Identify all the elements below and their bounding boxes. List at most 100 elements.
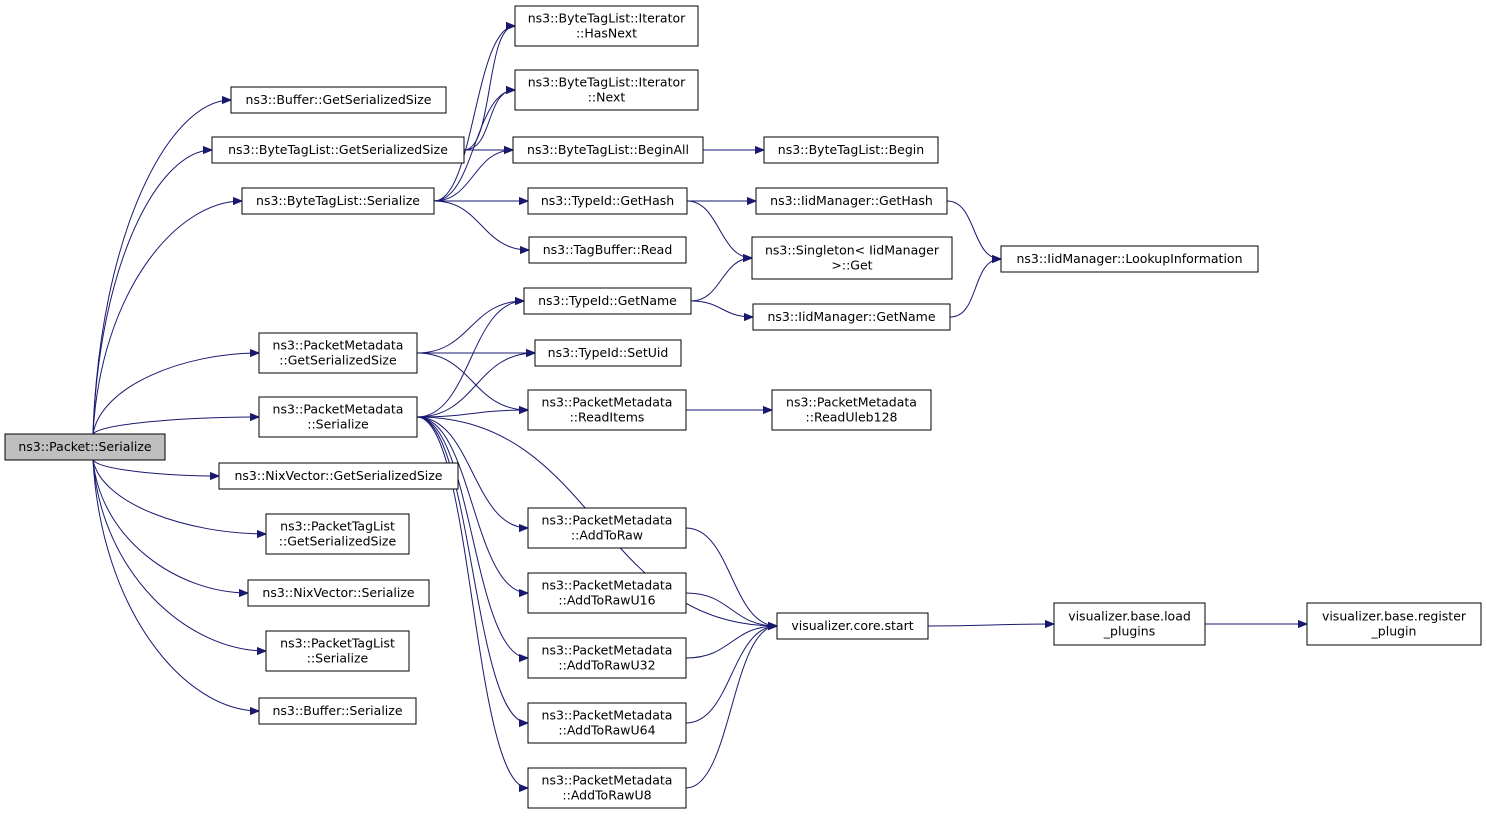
node-label: ::Serialize (307, 651, 369, 666)
node-box (247, 579, 430, 607)
node-buf-ser[interactable]: ns3::Buffer::Serialize (258, 697, 417, 725)
node-btl-gss[interactable]: ns3::ByteTagList::GetSerializedSize (211, 136, 465, 164)
node-btl-beginall[interactable]: ns3::ByteTagList::BeginAll (512, 136, 704, 164)
node-label: ::GetSerializedSize (279, 353, 397, 368)
node-label: ::AddToRawU16 (558, 593, 655, 608)
node-nix-gss[interactable]: ns3::NixVector::GetSerializedSize (218, 462, 459, 490)
node-ptl-ser[interactable]: ns3::PacketTagList::Serialize (265, 630, 410, 672)
node-box (218, 462, 459, 490)
node-box (763, 136, 939, 164)
edge-root-to-nix_ser (92, 459, 248, 593)
node-label: ns3::PacketMetadata (273, 338, 404, 353)
edge-pm_ser-to-pm_addtorawu32 (416, 416, 528, 658)
node-label: _plugin (1371, 624, 1417, 639)
edge-root-to-pm_gss (92, 353, 259, 435)
node-box (771, 389, 932, 431)
node-label: ::Serialize (307, 417, 369, 432)
edge-pm_ser-to-pm_addtorawu16 (416, 416, 528, 593)
node-box (527, 637, 687, 679)
node-box (528, 236, 687, 264)
node-nix-ser[interactable]: ns3::NixVector::Serialize (247, 579, 430, 607)
node-iid-gethash[interactable]: ns3::IidManager::GetHash (755, 187, 948, 215)
node-box (514, 69, 699, 111)
node-label: ns3::Packet::Serialize (18, 439, 152, 454)
node-btl-begin[interactable]: ns3::ByteTagList::Begin (763, 136, 939, 164)
node-viz-register[interactable]: visualizer.base.register_plugin (1306, 602, 1482, 646)
node-box (512, 136, 704, 164)
node-box (527, 507, 687, 549)
node-label: ns3::PacketMetadata (542, 513, 673, 528)
node-singleton-get[interactable]: ns3::Singleton< IidManager>::Get (751, 236, 953, 280)
node-box (230, 86, 447, 114)
edge-pm_ser-to-pm_addtorawu8 (416, 416, 528, 788)
node-iid-getname[interactable]: ns3::IidManager::GetName (752, 303, 951, 331)
nodes-layer: ns3::Packet::Serialize ns3::Buffer::GetSe… (4, 5, 1482, 809)
node-label: ::AddToRawU8 (562, 788, 651, 803)
node-label: ns3::Buffer::Serialize (272, 703, 402, 718)
edge-pm_ser-to-tid_getname (416, 301, 524, 418)
node-label: ns3::TypeId::SetUid (548, 345, 669, 360)
edge-tid_getname-to-iid_getname (690, 300, 753, 317)
node-box (527, 572, 687, 614)
node-box (527, 702, 687, 744)
node-pm-ser[interactable]: ns3::PacketMetadata::Serialize (258, 396, 418, 438)
edge-pm_addtorawu64-to-viz_start (685, 626, 777, 724)
node-tagbuf-read[interactable]: ns3::TagBuffer::Read (528, 236, 687, 264)
node-pm-readuleb[interactable]: ns3::PacketMetadata::ReadUleb128 (771, 389, 932, 431)
edge-viz_start-to-viz_load (927, 624, 1054, 626)
edge-root-to-btl_gss (92, 150, 212, 435)
node-label: ns3::Singleton< IidManager (765, 243, 940, 258)
node-label: ns3::ByteTagList::Serialize (256, 193, 420, 208)
node-pm-addtorawu16[interactable]: ns3::PacketMetadata::AddToRawU16 (527, 572, 687, 614)
edge-pm_addtorawu8-to-viz_start (685, 626, 777, 789)
node-box (1053, 602, 1206, 646)
edge-iid_getname-to-iid_lookup (949, 259, 1001, 318)
node-tid-setuid[interactable]: ns3::TypeId::SetUid (534, 339, 682, 367)
node-label: ns3::TypeId::GetName (538, 293, 677, 308)
node-buf-gss[interactable]: ns3::Buffer::GetSerializedSize (230, 86, 447, 114)
node-label: ::GetSerializedSize (279, 534, 397, 549)
edge-pm_addtorawu32-to-viz_start (685, 626, 777, 659)
node-root[interactable]: ns3::Packet::Serialize (4, 433, 166, 461)
edge-pm_gss-to-tid_getname (416, 301, 524, 354)
node-pm-gss[interactable]: ns3::PacketMetadata::GetSerializedSize (258, 332, 418, 374)
edge-pm_gss-to-pm_readitems (416, 352, 528, 410)
node-it-next[interactable]: ns3::ByteTagList::Iterator::Next (514, 69, 699, 111)
node-label: ns3::ByteTagList::Iterator (528, 75, 686, 90)
edge-btl_gss-to-it_hasnext (463, 26, 516, 151)
node-ptl-gss[interactable]: ns3::PacketTagList::GetSerializedSize (265, 513, 410, 555)
node-it-hasnext[interactable]: ns3::ByteTagList::Iterator::HasNext (514, 5, 699, 47)
node-btl-ser[interactable]: ns3::ByteTagList::Serialize (241, 187, 435, 215)
edge-root-to-btl_ser (92, 201, 242, 435)
node-viz-load[interactable]: visualizer.base.load_plugins (1053, 602, 1206, 646)
node-iid-lookup[interactable]: ns3::IidManager::LookupInformation (1000, 245, 1259, 273)
node-box (258, 697, 417, 725)
node-box (241, 187, 435, 215)
node-pm-addtorawu32[interactable]: ns3::PacketMetadata::AddToRawU32 (527, 637, 687, 679)
node-box (514, 5, 699, 47)
node-pm-addtorawu8[interactable]: ns3::PacketMetadata::AddToRawU8 (527, 767, 687, 809)
edge-tid_gethash-to-singleton_get (686, 200, 752, 258)
node-label: visualizer.core.start (791, 618, 913, 633)
node-label: ns3::PacketTagList (280, 636, 395, 651)
edge-root-to-ptl_ser (92, 459, 266, 651)
node-label: ns3::ByteTagList::GetSerializedSize (228, 142, 448, 157)
node-viz-start[interactable]: visualizer.core.start (776, 612, 929, 640)
node-label: ns3::IidManager::LookupInformation (1016, 251, 1242, 266)
node-pm-readitems[interactable]: ns3::PacketMetadata::ReadItems (527, 389, 687, 431)
node-box (752, 303, 951, 331)
edge-pm_ser-to-pm_addtorawu64 (416, 416, 528, 723)
node-box (523, 287, 692, 315)
node-label: ::HasNext (576, 26, 637, 41)
node-pm-addtoraw[interactable]: ns3::PacketMetadata::AddToRaw (527, 507, 687, 549)
node-tid-getname[interactable]: ns3::TypeId::GetName (523, 287, 692, 315)
node-label: ns3::PacketMetadata (542, 708, 673, 723)
edge-btl_gss-to-it_next (463, 90, 515, 151)
node-tid-gethash[interactable]: ns3::TypeId::GetHash (527, 187, 688, 215)
node-label: ns3::PacketMetadata (542, 578, 673, 593)
node-label: ::AddToRawU32 (558, 658, 655, 673)
edge-root-to-pm_ser (92, 417, 259, 435)
node-label: ns3::PacketMetadata (542, 773, 673, 788)
node-pm-addtorawu64[interactable]: ns3::PacketMetadata::AddToRawU64 (527, 702, 687, 744)
